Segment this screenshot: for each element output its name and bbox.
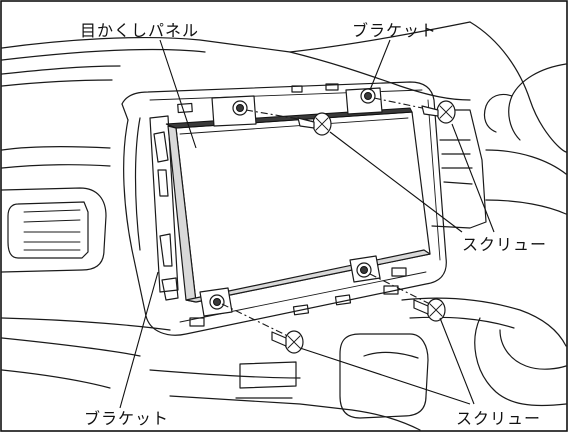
screw-bottom-left-icon — [271, 330, 304, 354]
leader-screw-right-a — [329, 131, 463, 233]
leader-bracket-bottom — [119, 271, 159, 409]
alignment-line-bottom-left — [221, 303, 293, 339]
alignment-line-bottom-right — [369, 273, 431, 305]
label-screw-bottom: スクリュー — [456, 409, 541, 428]
label-screw-right: スクリュー — [462, 235, 547, 254]
bottom-right-mount-tab — [349, 255, 381, 283]
screw-bottom-right-icon — [413, 298, 446, 322]
left-side-bracket — [149, 115, 179, 301]
label-bracket-bottom: ブラケット — [84, 409, 169, 428]
screw-top-left-icon — [297, 112, 332, 136]
top-left-mount-tab — [211, 95, 257, 127]
label-bracket-top: ブラケット — [352, 21, 437, 40]
top-right-mount-tab — [345, 87, 383, 115]
screw-top-right-icon — [421, 100, 456, 124]
dashboard-body — [1, 21, 567, 431]
dash-opening — [121, 81, 447, 336]
label-cover-panel: 目かくしパネル — [80, 21, 199, 40]
leader-screw-bottom-b — [439, 317, 475, 405]
leader-screw-right-b — [451, 123, 495, 233]
bottom-left-mount-tab — [199, 287, 233, 317]
leader-screw-bottom-a — [299, 347, 471, 405]
leader-bracket-top — [369, 39, 391, 91]
leader-cover-panel — [159, 39, 197, 149]
alignment-line-top-left — [245, 109, 317, 123]
